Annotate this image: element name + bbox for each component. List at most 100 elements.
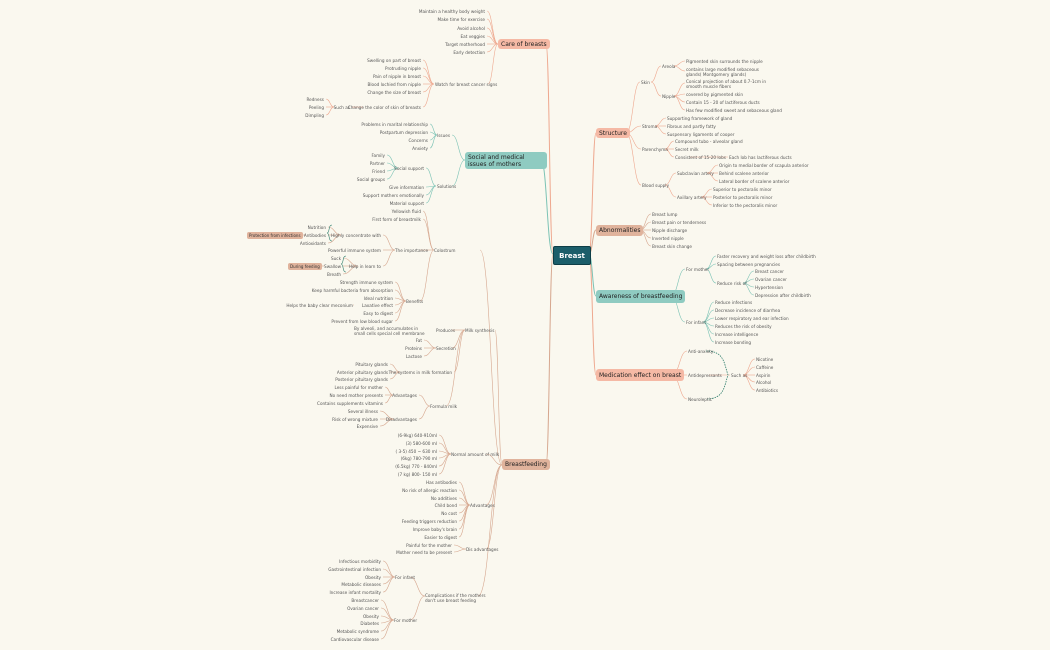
- text-node: Blood supply: [642, 183, 669, 188]
- hub-awareness[interactable]: Awareness of breastfeeding: [596, 290, 686, 303]
- text-node: Axillary artery: [677, 195, 707, 200]
- text-node: Breath: [327, 272, 341, 277]
- text-node: Subclavian artery: [677, 171, 714, 176]
- text-node: Alcohol: [756, 380, 772, 385]
- connector-line: [479, 249, 503, 466]
- hub-care[interactable]: Care of breasts: [498, 39, 550, 49]
- text-node: For infant: [686, 320, 707, 325]
- text-node: Material support: [389, 201, 424, 206]
- text-node: Metabolic syndrome: [336, 629, 379, 634]
- hub-abnormalities[interactable]: Abnormalities: [596, 225, 644, 236]
- text-node: Change the size of breast: [367, 90, 421, 95]
- connector-line: [458, 504, 471, 522]
- text-node: Advantages: [392, 393, 417, 398]
- text-node: Each lob has lactiferous ducts: [729, 155, 792, 160]
- text-node: Easier to digest: [424, 535, 457, 540]
- text-node: No risk of allergic reaction: [402, 488, 457, 493]
- text-node: Feeding triggers reduction: [401, 519, 457, 524]
- connector-line: [325, 106, 335, 116]
- connector-line: [485, 464, 503, 506]
- connector-line: [650, 65, 662, 83]
- connector-line: [419, 249, 435, 302]
- tag-protection[interactable]: Protection from infections: [247, 232, 303, 239]
- text-node: Supporting framework of gland: [667, 116, 733, 121]
- connector-line: [382, 234, 396, 251]
- connector-line: [700, 196, 713, 206]
- text-node: Keep harmful bacteria from absorption: [311, 288, 393, 293]
- text-node: Parenchyma: [642, 147, 668, 152]
- text-node: Increase intelligence: [715, 332, 759, 337]
- connector-line: [425, 167, 437, 187]
- connector-line: [382, 568, 396, 578]
- text-node: Behind scalene anterior: [719, 171, 769, 176]
- text-node: contains large modified sebaceous glands…: [686, 67, 759, 77]
- text-node: Milk synthesis: [465, 328, 495, 333]
- root-node[interactable]: Breast: [553, 246, 591, 265]
- text-node: Contains supplements vitamins: [317, 401, 383, 406]
- text-node: Reduce risk of: [717, 281, 747, 286]
- connector-line: [477, 464, 503, 597]
- text-node: Secret milk: [675, 147, 699, 152]
- connector-line: [418, 394, 431, 407]
- tag-during-feeding[interactable]: During feeding: [288, 263, 322, 270]
- text-node: Dis advantages: [466, 547, 499, 552]
- connector-line: [382, 560, 396, 578]
- text-node: Skin: [641, 80, 650, 85]
- connector-line: [673, 95, 686, 111]
- connector-line: [625, 81, 641, 134]
- text-node: Prevent from low blood sugar: [331, 319, 393, 324]
- connector-line: [451, 134, 466, 161]
- connector-line: [673, 65, 686, 72]
- text-node: Social support: [394, 166, 424, 171]
- hub-structure[interactable]: Structure: [596, 128, 630, 138]
- connector-line: [487, 43, 499, 85]
- text-node: Swelling on part of breast: [367, 58, 421, 63]
- text-node: covered by pigmented skin: [686, 92, 744, 97]
- text-node: ( 3-5) 450 ~ 630 ml: [395, 449, 438, 454]
- connector-line: [409, 576, 426, 597]
- hub-medication[interactable]: Medication effect on breast: [596, 369, 685, 381]
- connector-line: [453, 544, 467, 550]
- text-node: Spacing between pregnancies: [717, 262, 781, 267]
- text-node: Gastrointestinal infection: [328, 567, 381, 572]
- text-node: Antibiotics: [756, 388, 778, 393]
- text-node: Expensive: [356, 424, 378, 429]
- hub-social[interactable]: Social and medical issues of mothers: [465, 152, 547, 169]
- connector-line: [384, 394, 394, 404]
- text-node: Lateral border of scalene anterior: [719, 179, 790, 184]
- connector-line: [458, 504, 471, 538]
- connector-line: [423, 347, 437, 357]
- text-node: Such as: [333, 105, 350, 110]
- connector-line: [380, 619, 395, 640]
- text-node: Reduces the risk of obesity: [715, 324, 772, 329]
- text-node: Protruding nipple: [385, 66, 421, 71]
- text-node: Has antibodies: [425, 480, 457, 485]
- connector-line: [702, 301, 715, 323]
- text-node: Normal amount of milk: [451, 452, 500, 457]
- connector-line: [486, 43, 499, 53]
- text-node: Eat veggies: [460, 34, 485, 39]
- text-node: Target motherhood: [445, 42, 485, 47]
- connector-line: [664, 172, 677, 186]
- hub-breastfeeding[interactable]: Breastfeeding: [502, 459, 550, 470]
- text-node: Anti-anxiety: [688, 349, 714, 354]
- text-node: Pain of nipple in breast: [372, 74, 421, 79]
- connector-line: [705, 268, 717, 284]
- text-node: Suspensory ligaments of cooper: [667, 132, 735, 137]
- connector-bracket: [705, 350, 729, 400]
- connector-line: [422, 218, 435, 251]
- text-node: Increase infant mortality: [329, 590, 381, 595]
- text-node: Secretion: [436, 346, 456, 351]
- text-node: Contain 15 - 20 of lactiferous ducts: [686, 100, 760, 105]
- connector-line: [422, 83, 435, 108]
- text-node: Metabolic diseases: [341, 582, 381, 587]
- connector-line: [494, 329, 503, 466]
- text-node: (6kg) 780-790 ml: [400, 456, 437, 461]
- text-node: Compound tubo - alveolar gland: [675, 139, 743, 144]
- connector-line: [545, 253, 554, 466]
- text-node: Infectious morbidity: [339, 559, 381, 564]
- text-node: For mother: [686, 267, 710, 272]
- text-node: Faster recovery and weight loss after ch…: [717, 254, 816, 259]
- text-node: Inverted nipple: [652, 236, 684, 241]
- text-node: Origin to medial border of scapula anter…: [719, 163, 809, 168]
